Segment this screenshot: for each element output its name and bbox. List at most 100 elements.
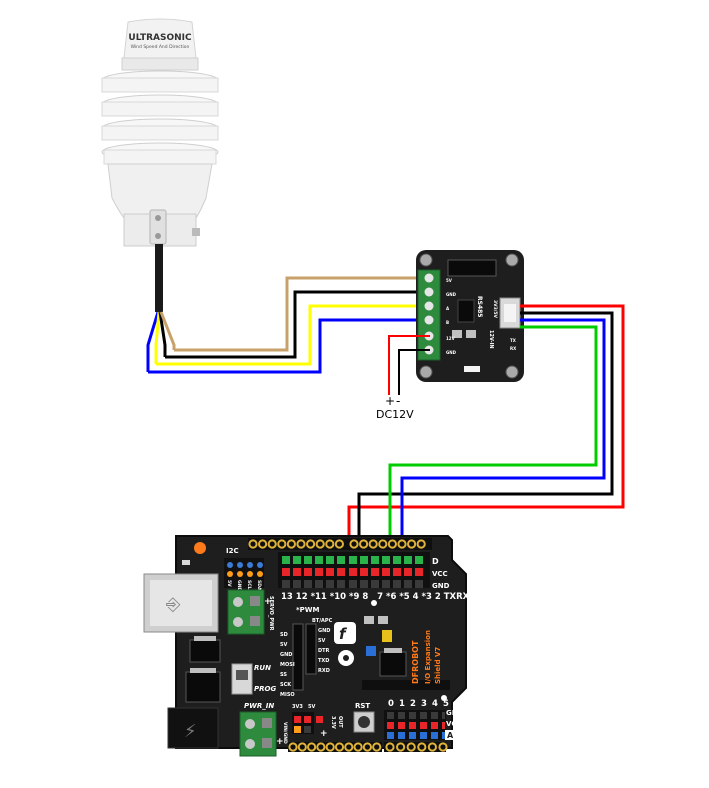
pin-gnd-b: GND	[318, 628, 330, 634]
header-pin	[286, 539, 296, 549]
conv-pin-12v: 12V	[446, 336, 456, 341]
conv-pin-gnd2: GND	[446, 350, 457, 355]
header-pin	[387, 539, 397, 549]
power-minus-label: -	[396, 394, 400, 408]
pin-5v: 5V	[280, 642, 287, 648]
signal-blue-wire	[400, 318, 606, 566]
analog-2: 2	[410, 699, 416, 709]
sensor-wires	[146, 276, 430, 374]
signal-black-wire	[357, 311, 614, 566]
pin-5v-b: 5V	[318, 638, 325, 644]
shield-version: Shield V7	[434, 647, 442, 684]
pin-dtr: DTR	[318, 648, 330, 654]
power-wires	[388, 335, 430, 395]
header-pin	[344, 742, 354, 752]
row-label-gnd: GND	[432, 582, 450, 590]
usb-icon: ⎆	[166, 594, 181, 615]
conv-right-label: 3V3/5V	[492, 300, 498, 319]
header-pin	[334, 539, 344, 549]
i2c-pin-sda: SDA	[256, 580, 262, 591]
row-label-d: D	[432, 557, 439, 566]
sel-5v-label: 5V	[308, 704, 315, 710]
middle-right-pins: GND 5V DTR TXD RXD	[318, 628, 330, 674]
conv-pin-gnd: GND	[446, 292, 457, 297]
header-pin	[407, 539, 417, 549]
gold-header-pins	[248, 539, 448, 752]
vin-gnd-label: VIN/GND	[282, 722, 288, 744]
analog-gnd-label: GND	[446, 709, 464, 717]
conv-rx-label: RX	[510, 346, 516, 351]
conv-pin-5v: 5V	[446, 278, 453, 283]
out-33v-label: 3.3V	[330, 716, 336, 729]
header-pin	[372, 742, 382, 752]
yellow-wire	[156, 304, 430, 366]
sensor-brand: ULTRASONIC	[128, 33, 192, 43]
sensor-cable	[155, 244, 163, 312]
run-label: RUN	[254, 664, 271, 672]
analog-5: 5	[443, 699, 449, 709]
header-pin	[417, 742, 427, 752]
pin-sd: SD	[280, 632, 288, 638]
pin-sck: SCK	[280, 682, 292, 688]
header-pin	[325, 539, 335, 549]
analog-1: 1	[399, 699, 405, 709]
header-pin	[307, 742, 317, 752]
power-minus-wire	[398, 349, 430, 395]
digital-pin-numbers: 13 12 *11 *10 *9 8 7 *6 *5 4 *3 2 TXRX	[281, 592, 470, 602]
header-pin	[349, 539, 359, 549]
analog-3: 3	[421, 699, 427, 709]
header-pin	[427, 742, 437, 752]
brown-wire	[174, 276, 430, 352]
shield-title: I/O Expansion	[424, 630, 432, 684]
svg-text:+: +	[320, 729, 328, 739]
header-pin	[267, 539, 277, 549]
header-pin	[378, 539, 388, 549]
header-pin	[353, 742, 363, 752]
out-label: OUT	[337, 716, 343, 728]
io-expansion-shield: ⎆ ⚡ I2C 5V GND SCL SDA + SERVO_PWR RUN	[143, 535, 470, 757]
header-pin	[296, 539, 306, 549]
analog-a-label: A	[447, 731, 454, 740]
header-pin	[288, 742, 298, 752]
signal-wires	[347, 304, 625, 566]
i2c-pin-gnd: GND	[236, 580, 242, 591]
pin-mosi: MOSI	[280, 662, 295, 668]
sensor-subtitle: Wind Speed And Direction	[131, 44, 190, 50]
header-pin	[306, 539, 316, 549]
header-pin	[297, 742, 307, 752]
header-pin	[385, 742, 395, 752]
shield-brand: DFROBOT	[411, 640, 420, 684]
signal-red-wire	[347, 304, 625, 566]
dfrobot-logo	[334, 622, 356, 644]
header-pin	[438, 742, 448, 752]
header-pin	[316, 742, 326, 752]
header-pin	[368, 539, 378, 549]
header-pin	[406, 742, 416, 752]
pin-miso: MISO	[280, 692, 295, 698]
svg-text:f: f	[339, 625, 348, 643]
bt-apc-label: BT/APC	[312, 618, 333, 624]
sel-3v3-label: 3V3	[292, 704, 303, 710]
rst-label: RST	[355, 702, 370, 710]
power-jack-icon: ⚡	[184, 721, 197, 742]
signal-green-wire	[388, 325, 598, 566]
row-label-vcc: VCC	[432, 570, 448, 578]
i2c-pin-5v: 5V	[226, 580, 232, 587]
pin-gnd: GND	[280, 652, 292, 658]
analog-0: 0	[388, 699, 394, 709]
analog-4: 4	[432, 699, 438, 709]
header-pin	[334, 742, 345, 752]
analog-numbers: 0 1 2 3 4 5	[388, 699, 449, 709]
i2c-pin-scl: SCL	[246, 580, 252, 590]
conv-pin-a: A	[446, 306, 450, 311]
prog-label: PROG	[254, 685, 276, 693]
blue-wire	[148, 318, 430, 374]
svg-text:+: +	[264, 597, 272, 607]
conv-name: RS485	[476, 296, 483, 317]
pin-ss: SS	[280, 672, 287, 678]
digital-pin-rows	[282, 556, 423, 588]
conv-pin-b: B	[446, 320, 449, 325]
header-pin	[359, 539, 369, 549]
header-pin	[362, 742, 372, 752]
